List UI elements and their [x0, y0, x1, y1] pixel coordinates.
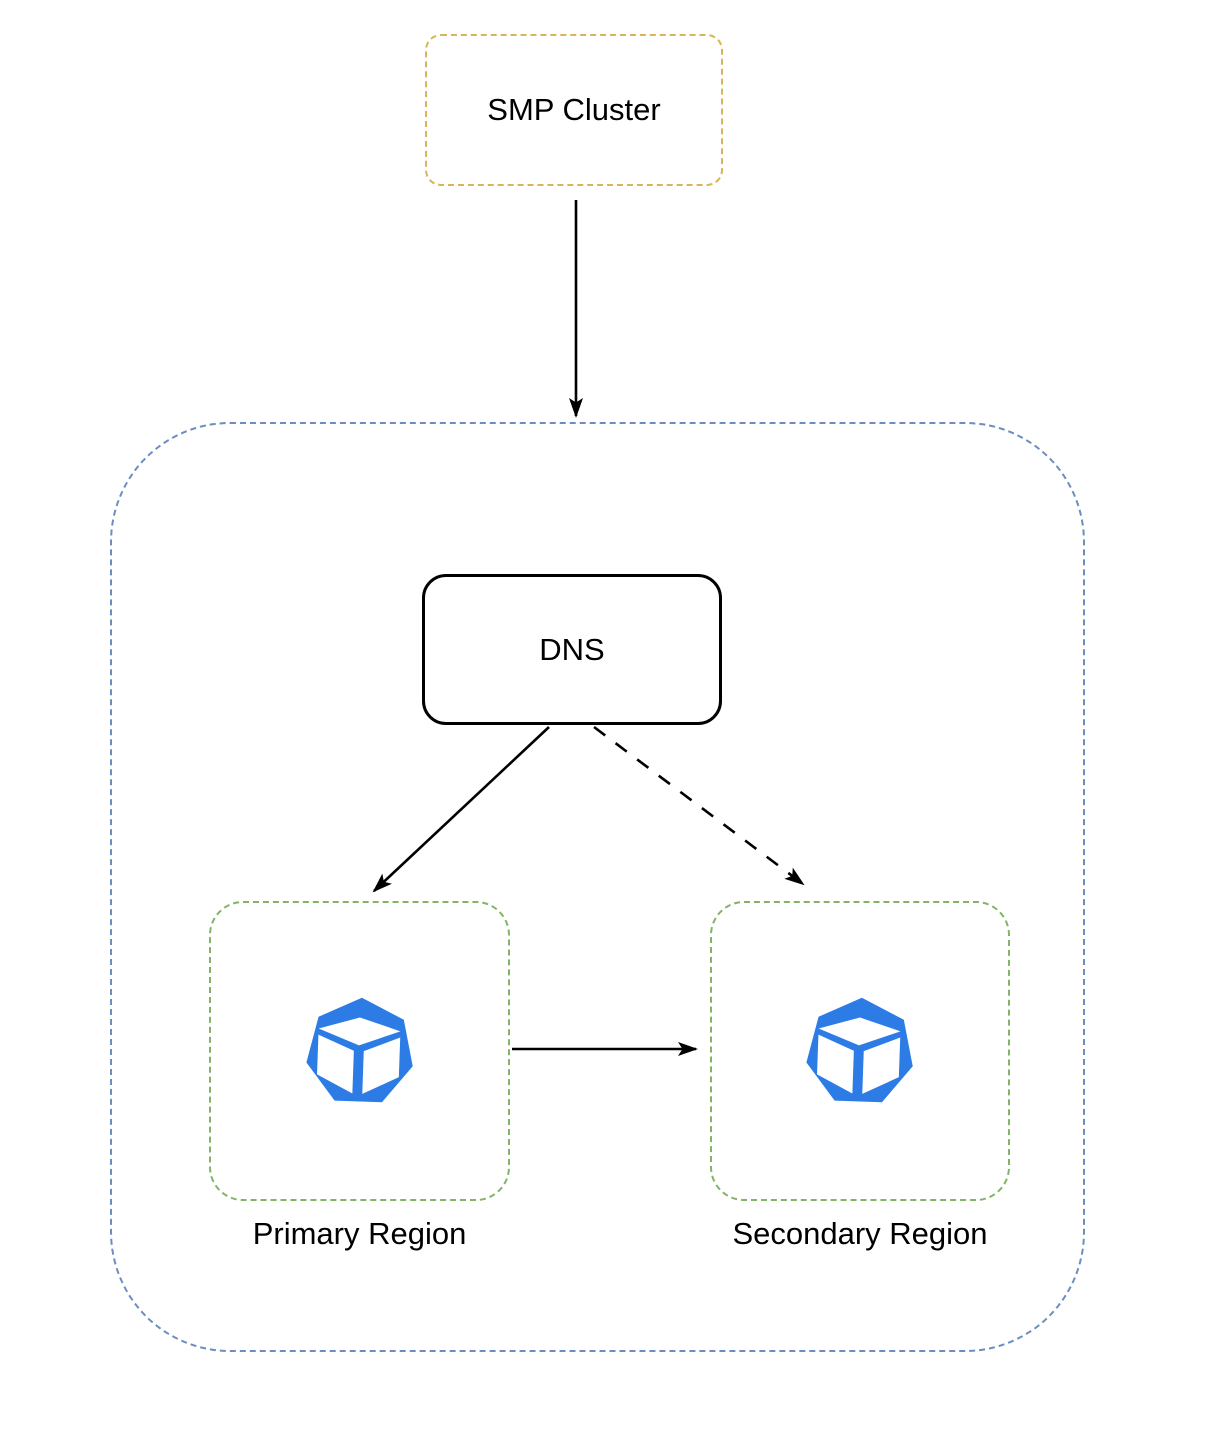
- smp-cluster-label: SMP Cluster: [487, 92, 661, 128]
- workload-cube-icon: [305, 997, 413, 1103]
- node-primary-region: [209, 901, 510, 1201]
- primary-region-caption: Primary Region: [252, 1216, 467, 1251]
- secondary-region-caption: Secondary Region: [732, 1216, 988, 1251]
- node-secondary-region: [710, 901, 1010, 1201]
- workload-cube-icon: [806, 997, 913, 1103]
- outer-region-container: [110, 422, 1085, 1352]
- node-dns: DNS: [422, 574, 722, 725]
- node-smp-cluster: SMP Cluster: [425, 34, 723, 186]
- dns-label: DNS: [539, 631, 605, 667]
